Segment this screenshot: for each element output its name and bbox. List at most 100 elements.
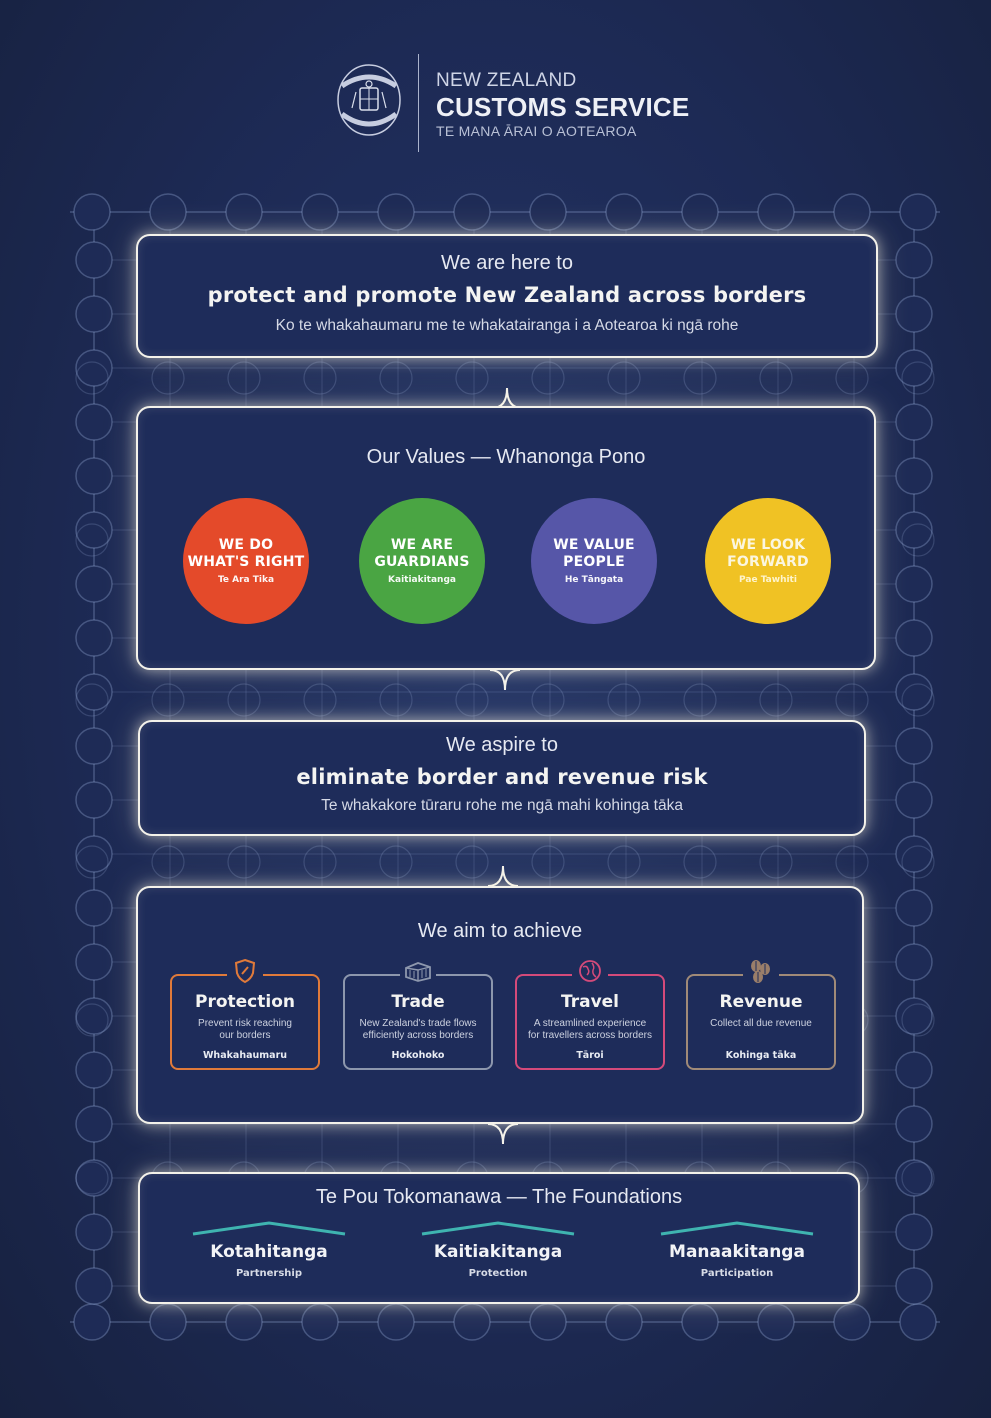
- lattice-node: [757, 193, 795, 231]
- foundation-kotahitanga: Kotahitanga Partnership: [184, 1220, 354, 1279]
- lattice-node: [379, 361, 413, 395]
- card-title: Protection: [195, 992, 295, 1012]
- lattice-node: [895, 349, 933, 387]
- lattice-node: [75, 673, 113, 711]
- lattice-node: [149, 1303, 187, 1341]
- foundation-kaitiakitanga: Kaitiakitanga Protection: [413, 1220, 583, 1279]
- lattice-node: [759, 845, 793, 879]
- lattice-node: [899, 1303, 937, 1341]
- lattice-node: [75, 523, 109, 557]
- lattice-node: [757, 1303, 795, 1341]
- aspire-maori: Te whakakore tūraru rohe me ngā mahi koh…: [321, 797, 683, 814]
- foundation-title: Kotahitanga: [210, 1242, 328, 1262]
- connector-brace-2: [489, 669, 521, 691]
- lattice-node: [75, 1105, 113, 1143]
- lattice-node: [895, 835, 933, 873]
- lattice-node: [895, 943, 933, 981]
- shield-icon: [227, 956, 263, 986]
- roof-line-icon: [660, 1221, 814, 1236]
- lattice-node: [895, 457, 933, 495]
- lattice-node: [895, 1159, 933, 1197]
- values-panel: Our Values — Whanonga Pono WE DO WHAT'S …: [136, 406, 876, 670]
- lattice-node: [895, 1051, 933, 1089]
- lattice-node: [455, 361, 489, 395]
- lattice-node: [895, 727, 933, 765]
- lattice-node: [301, 1303, 339, 1341]
- purpose-headline: protect and promote New Zealand across b…: [207, 283, 807, 307]
- lattice-node: [75, 1051, 113, 1089]
- lattice-node: [75, 997, 113, 1035]
- lattice-node: [75, 889, 113, 927]
- lattice-node: [759, 683, 793, 717]
- lattice-node: [901, 683, 935, 717]
- lattice-node: [227, 845, 261, 879]
- org-name-block: NEW ZEALAND CUSTOMS SERVICE TE MANA ĀRAI…: [436, 70, 689, 140]
- value-maori: Kaitiakitanga: [388, 575, 456, 585]
- lattice-node: [607, 361, 641, 395]
- lattice-node: [75, 727, 113, 765]
- card-desc: New Zealand's trade flows efficiently ac…: [359, 1018, 477, 1041]
- foundations-title: Te Pou Tokomanawa — The Foundations: [315, 1186, 683, 1208]
- roof-line-icon: [192, 1221, 346, 1236]
- lattice-node: [151, 845, 185, 879]
- lattice-node: [605, 1303, 643, 1341]
- foundations-items: Kotahitanga Partnership Kaitiakitanga Pr…: [140, 1220, 858, 1300]
- achieve-card-travel: Travel A streamlined experience for trav…: [515, 956, 665, 1070]
- foundation-title: Manaakitanga: [669, 1242, 805, 1262]
- lattice-node: [901, 1003, 935, 1037]
- lattice-node: [75, 835, 113, 873]
- foundation-manaakitanga: Manaakitanga Participation: [652, 1220, 822, 1279]
- lattice-node: [895, 511, 933, 549]
- lattice-node: [303, 683, 337, 717]
- achieve-card-trade: Trade New Zealand's trade flows efficien…: [343, 956, 493, 1070]
- lattice-node: [75, 565, 113, 603]
- value-maori: Pae Tawhiti: [739, 575, 797, 585]
- lattice-node: [607, 845, 641, 879]
- lattice-node: [75, 781, 113, 819]
- lattice-node: [151, 683, 185, 717]
- value-title: WE DO WHAT'S RIGHT: [187, 537, 305, 570]
- lattice-node: [75, 1003, 109, 1037]
- value-circle-guardians: WE ARE GUARDIANS Kaitiakitanga: [359, 498, 485, 624]
- value-circle-do-whats-right: WE DO WHAT'S RIGHT Te Ara Tika: [183, 498, 309, 624]
- lattice-node: [75, 403, 113, 441]
- org-name-top: NEW ZEALAND: [436, 70, 577, 91]
- lattice-node: [899, 193, 937, 231]
- lattice-node: [73, 193, 111, 231]
- lattice-node: [455, 683, 489, 717]
- lattice-node: [895, 565, 933, 603]
- values-title: Our Values — Whanonga Pono: [366, 446, 646, 468]
- card-title: Trade: [391, 992, 445, 1012]
- lattice-node: [303, 845, 337, 879]
- lattice-node: [453, 193, 491, 231]
- coat-of-arms-crest-icon: [337, 64, 401, 136]
- lattice-node: [75, 619, 113, 657]
- lattice-node: [75, 349, 113, 387]
- lattice-node: [835, 361, 869, 395]
- card-title: Travel: [560, 992, 620, 1012]
- lattice-node: [453, 1303, 491, 1341]
- lattice-node: [835, 683, 869, 717]
- card-title: Revenue: [719, 992, 803, 1012]
- lattice-node: [75, 511, 113, 549]
- lattice-node: [75, 1213, 113, 1251]
- lattice-node: [901, 361, 935, 395]
- coins-icon: [743, 956, 779, 986]
- foundation-sub: Participation: [700, 1268, 774, 1279]
- value-maori: Te Ara Tika: [217, 575, 275, 585]
- lattice-node: [901, 1161, 935, 1195]
- lattice-node: [681, 193, 719, 231]
- value-maori: He Tāngata: [564, 575, 624, 585]
- lattice-node: [901, 523, 935, 557]
- lattice-node: [455, 845, 489, 879]
- lattice-node: [529, 1303, 567, 1341]
- value-circle-look-forward: WE LOOK FORWARD Pae Tawhiti: [705, 498, 831, 624]
- lattice-node: [683, 845, 717, 879]
- lattice-node: [75, 295, 113, 333]
- achieve-panel: We aim to achieve Protection Prevent ris…: [136, 886, 864, 1124]
- value-title: WE LOOK FORWARD: [727, 537, 809, 570]
- lattice-node: [895, 781, 933, 819]
- card-desc: A streamlined experience for travellers …: [528, 1018, 652, 1041]
- card-maori: Kohinga tāka: [725, 1050, 797, 1061]
- lattice-node: [835, 845, 869, 879]
